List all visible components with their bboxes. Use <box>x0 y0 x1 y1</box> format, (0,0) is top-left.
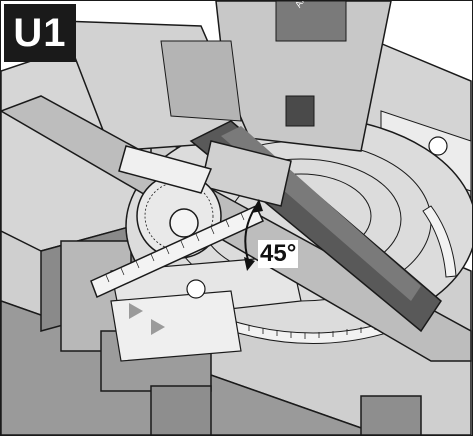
motor-label-plate <box>275 1 347 42</box>
arrow-head-top <box>251 199 263 213</box>
bevel-scale <box>422 205 457 278</box>
handle-switch <box>285 95 315 127</box>
angle-gauge-ruler <box>90 205 264 299</box>
arrow-marker-2 <box>151 319 165 335</box>
bottom-foot-right <box>360 395 422 435</box>
lower-extension <box>110 290 242 362</box>
ruler-ticks <box>105 212 245 283</box>
angle-gauge-knob <box>169 208 199 238</box>
arrow-head-bottom <box>244 257 255 271</box>
bevel-angle-label: 45° <box>258 240 299 268</box>
logo-disc-fence <box>428 136 448 156</box>
guard-side <box>160 40 242 122</box>
bottom-foot-left <box>150 385 212 435</box>
angle-gauge-blade <box>118 145 213 194</box>
step-label-badge: U1 <box>4 4 76 62</box>
arrow-marker-1 <box>129 303 143 319</box>
logo-disc-turntable <box>186 279 206 299</box>
